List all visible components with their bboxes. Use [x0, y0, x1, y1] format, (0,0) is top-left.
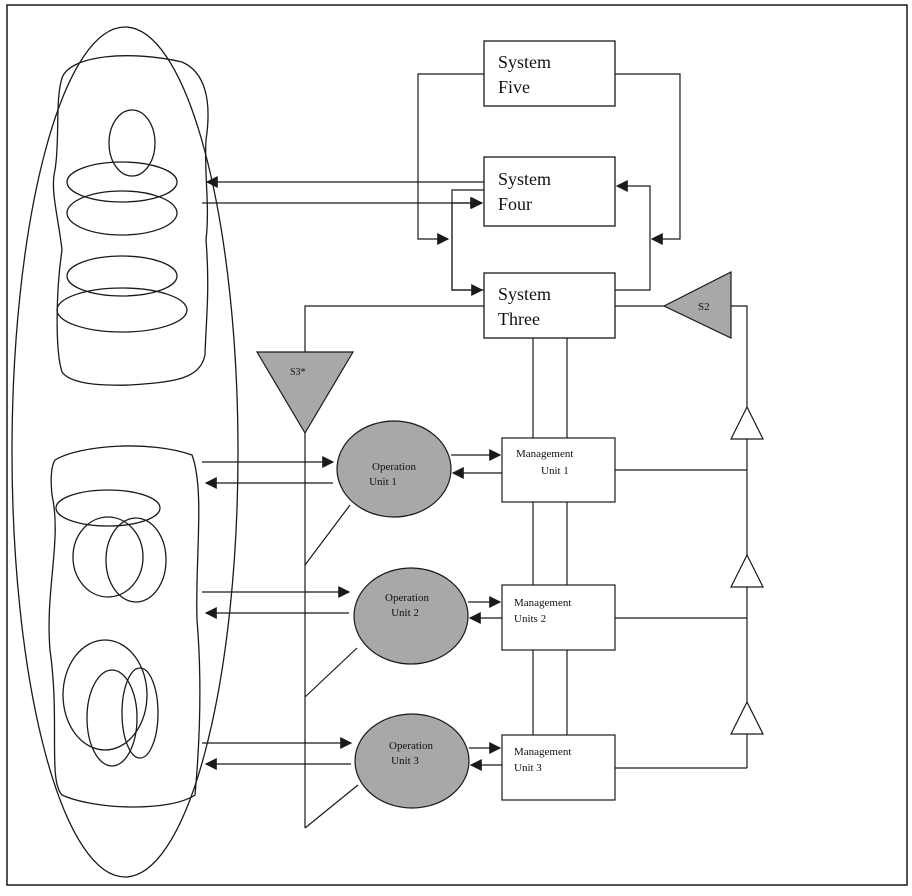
- region-top-outline: [52, 55, 209, 386]
- s2-triangle: [662, 271, 732, 339]
- blob-ellipse-2: [66, 190, 178, 236]
- s5-to-right-loop: [615, 73, 681, 245]
- operation-unit-3-label-2: Unit 3: [391, 755, 419, 767]
- outer-frame: [6, 4, 908, 886]
- s3star-link-op1: [304, 504, 351, 566]
- management-unit-1-label-1: Management: [516, 448, 573, 460]
- system-five-label-1: System: [498, 52, 551, 72]
- s2-label: S2: [698, 301, 710, 313]
- s2-regulator-3: [730, 700, 764, 735]
- s3star-channel-line: [304, 305, 484, 828]
- blob-ellipse-4: [56, 287, 188, 333]
- management-unit-3-box: [501, 734, 616, 801]
- blob-ellipse-7: [105, 517, 167, 603]
- operation-unit-3-circle: [354, 713, 470, 809]
- s3-to-s4-left-loop: [451, 197, 484, 291]
- system-five-label-2: Five: [498, 77, 530, 97]
- blob-ellipse-3: [66, 255, 178, 297]
- management-unit-2-label-2: Units 2: [514, 613, 546, 625]
- blob-ellipse-9: [86, 669, 138, 767]
- s5-to-left-loop: [417, 73, 484, 245]
- blob-ellipse-6: [72, 516, 144, 598]
- s4-to-s3-left-loop: [451, 189, 484, 296]
- management-unit-3-label-2: Unit 3: [514, 762, 542, 774]
- operation-unit-1-label-1: Operation: [372, 461, 416, 473]
- s3star-label: S3*: [290, 367, 306, 378]
- system-four-box: [483, 156, 616, 227]
- system-three-label-1: System: [498, 284, 551, 304]
- system-three-label-2: Three: [498, 309, 540, 329]
- management-unit-1-box: [501, 437, 616, 503]
- s2-regulator-1: [730, 405, 764, 440]
- environment-group: [11, 26, 239, 878]
- management-unit-2-box: [501, 584, 616, 651]
- system-four-label-2: Four: [498, 194, 532, 214]
- environment-ellipse: [11, 26, 239, 878]
- s3star-link-op3: [304, 784, 359, 829]
- s3star-link-op2: [304, 647, 358, 698]
- s2-regulator-2: [730, 553, 764, 588]
- blob-ellipse-1: [66, 161, 178, 203]
- s3star-triangle: [255, 351, 355, 435]
- operation-unit-1-label-2: Unit 1: [369, 476, 397, 488]
- blob-ellipse-5: [55, 489, 161, 527]
- blob-ellipse-10: [121, 667, 159, 759]
- operation-unit-1-circle: [336, 420, 452, 518]
- s3-to-s4-right-loop: [615, 180, 651, 291]
- operation-unit-3-label-1: Operation: [389, 740, 433, 752]
- management-unit-3-label-1: Management: [514, 746, 571, 758]
- system-five-box: [483, 40, 616, 107]
- operation-unit-2-label-1: Operation: [385, 592, 429, 604]
- blob-ellipse-8: [62, 639, 148, 751]
- blob-head: [108, 109, 156, 177]
- operation-unit-2-label-2: Unit 2: [391, 607, 419, 619]
- operation-unit-2-circle: [353, 567, 469, 665]
- region-bottom-outline: [48, 445, 201, 808]
- system-four-label-1: System: [498, 169, 551, 189]
- management-unit-2-label-1: Management: [514, 597, 571, 609]
- s2-channel-line: [731, 305, 748, 768]
- management-unit-1-label-2: Unit 1: [541, 465, 569, 477]
